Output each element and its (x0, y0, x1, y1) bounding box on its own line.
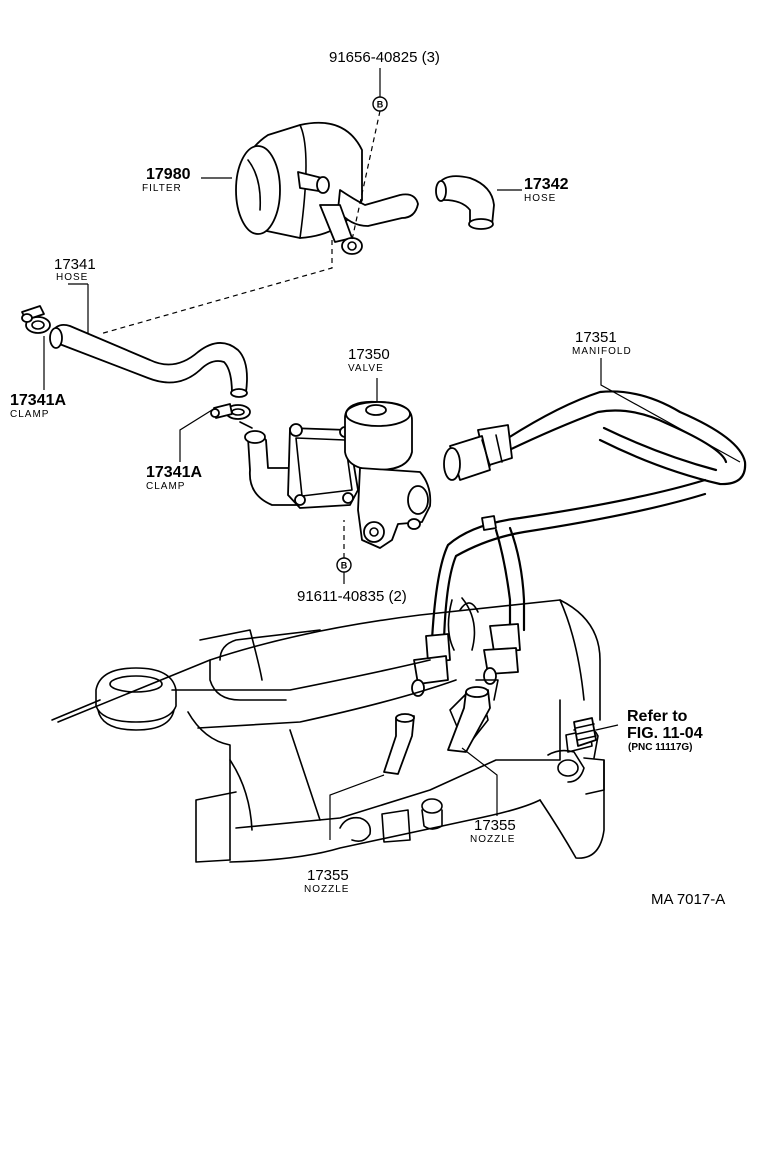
reference-line1: Refer to (627, 708, 688, 725)
clamp-middle-part[interactable] (210, 403, 253, 429)
hose-17342-number[interactable]: 17342 (524, 176, 569, 193)
clamp-middle-name: CLAMP (146, 481, 186, 492)
nozzle-right-part[interactable] (447, 686, 491, 753)
leader-lines (43, 68, 741, 840)
bolt-marker-bottom[interactable]: B (336, 557, 352, 573)
engine-outline (51, 597, 605, 863)
manifold-name: MANIFOLD (572, 346, 632, 357)
hose-17342-part[interactable] (435, 175, 495, 230)
bolt-top-number[interactable]: 91656-40825 (3) (329, 49, 440, 66)
bolt-marker-top[interactable]: B (372, 96, 388, 112)
hose-17342-name: HOSE (524, 193, 557, 204)
nozzle-left-part[interactable] (383, 713, 415, 775)
bolt-bottom-number[interactable]: 91611-40835 (2) (297, 588, 407, 605)
hose-17341-part[interactable] (49, 323, 248, 398)
nozzle-right-name: NOZZLE (470, 834, 516, 845)
svg-text:B: B (341, 561, 348, 571)
reference-figure-link[interactable]: FIG. 11-04 (627, 725, 703, 742)
clamp-middle-number[interactable]: 17341A (146, 464, 203, 481)
clamp-left-part[interactable] (21, 305, 51, 334)
svg-text:B: B (377, 100, 384, 110)
filter-number[interactable]: 17980 (146, 166, 191, 183)
valve-part[interactable] (244, 400, 432, 549)
manifold-part[interactable] (411, 390, 747, 697)
filter-name: FILTER (142, 183, 182, 194)
valve-name: VALVE (348, 363, 384, 374)
nozzle-right-number[interactable]: 17355 (474, 817, 516, 834)
manifold-number[interactable]: 17351 (575, 329, 617, 346)
hose-17341-name: HOSE (56, 272, 89, 283)
valve-number[interactable]: 17350 (348, 346, 390, 363)
nozzle-left-name: NOZZLE (304, 884, 350, 895)
nozzle-left-number[interactable]: 17355 (307, 867, 349, 884)
filter-part[interactable] (235, 121, 419, 255)
diagram-code: MA 7017-A (651, 891, 726, 908)
hose-17341-number[interactable]: 17341 (54, 256, 96, 273)
clamp-left-number[interactable]: 17341A (10, 392, 67, 409)
clamp-left-name: CLAMP (10, 409, 50, 420)
reference-pnc: (PNC 11117G) (628, 742, 693, 753)
fig-11-04-fitting (573, 717, 597, 747)
